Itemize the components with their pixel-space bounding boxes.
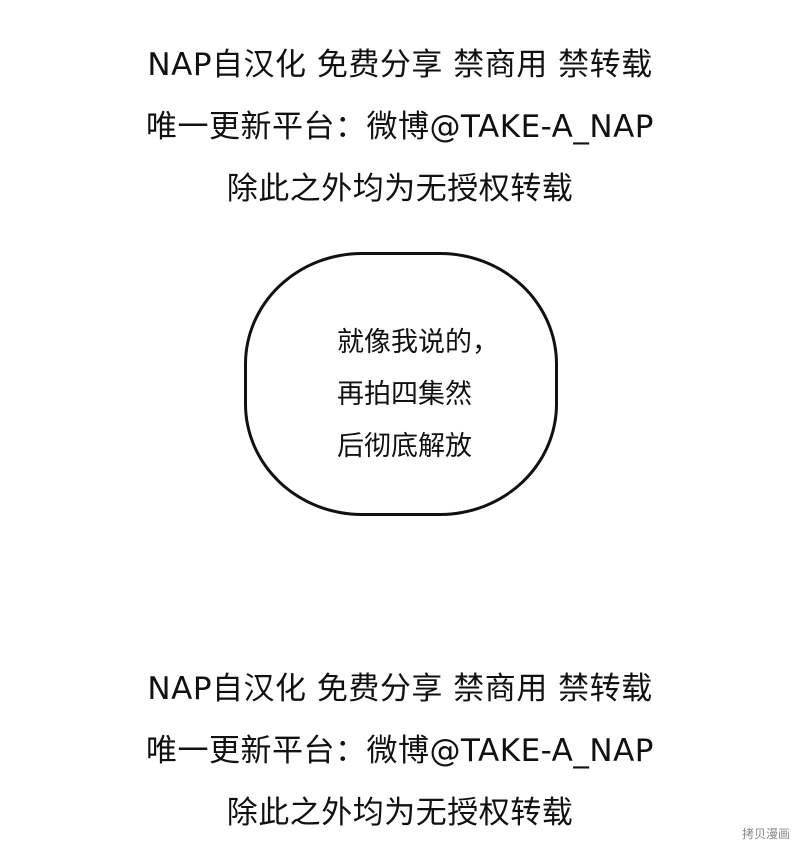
- notice-warning-line: 除此之外均为无授权转载: [226, 795, 574, 831]
- speech-line-2: 再拍四集然: [337, 379, 472, 410]
- speech-bubble: 就像我说的， 再拍四集然 后彻底解放: [244, 252, 558, 516]
- notice-warning-line: 除此之外均为无授权转载: [226, 171, 574, 207]
- scanlation-notice-bottom: NAP自汉化 免费分享 禁商用 禁转载 唯一更新平台：微博@TAKE-A_NAP…: [0, 658, 800, 844]
- notice-credit-line: NAP自汉化 免费分享 禁商用 禁转载: [147, 671, 653, 707]
- notice-platform-line: 唯一更新平台：微博@TAKE-A_NAP: [146, 733, 654, 769]
- speech-bubble-text: 就像我说的， 再拍四集然 后彻底解放: [337, 317, 499, 473]
- site-watermark: 拷贝漫画: [741, 827, 790, 841]
- speech-line-1: 就像我说的，: [337, 327, 499, 358]
- scanlation-notice-top: NAP自汉化 免费分享 禁商用 禁转载 唯一更新平台：微博@TAKE-A_NAP…: [0, 34, 800, 220]
- notice-platform-line: 唯一更新平台：微博@TAKE-A_NAP: [146, 109, 654, 145]
- notice-credit-line: NAP自汉化 免费分享 禁商用 禁转载: [147, 47, 653, 83]
- speech-line-3: 后彻底解放: [337, 431, 472, 462]
